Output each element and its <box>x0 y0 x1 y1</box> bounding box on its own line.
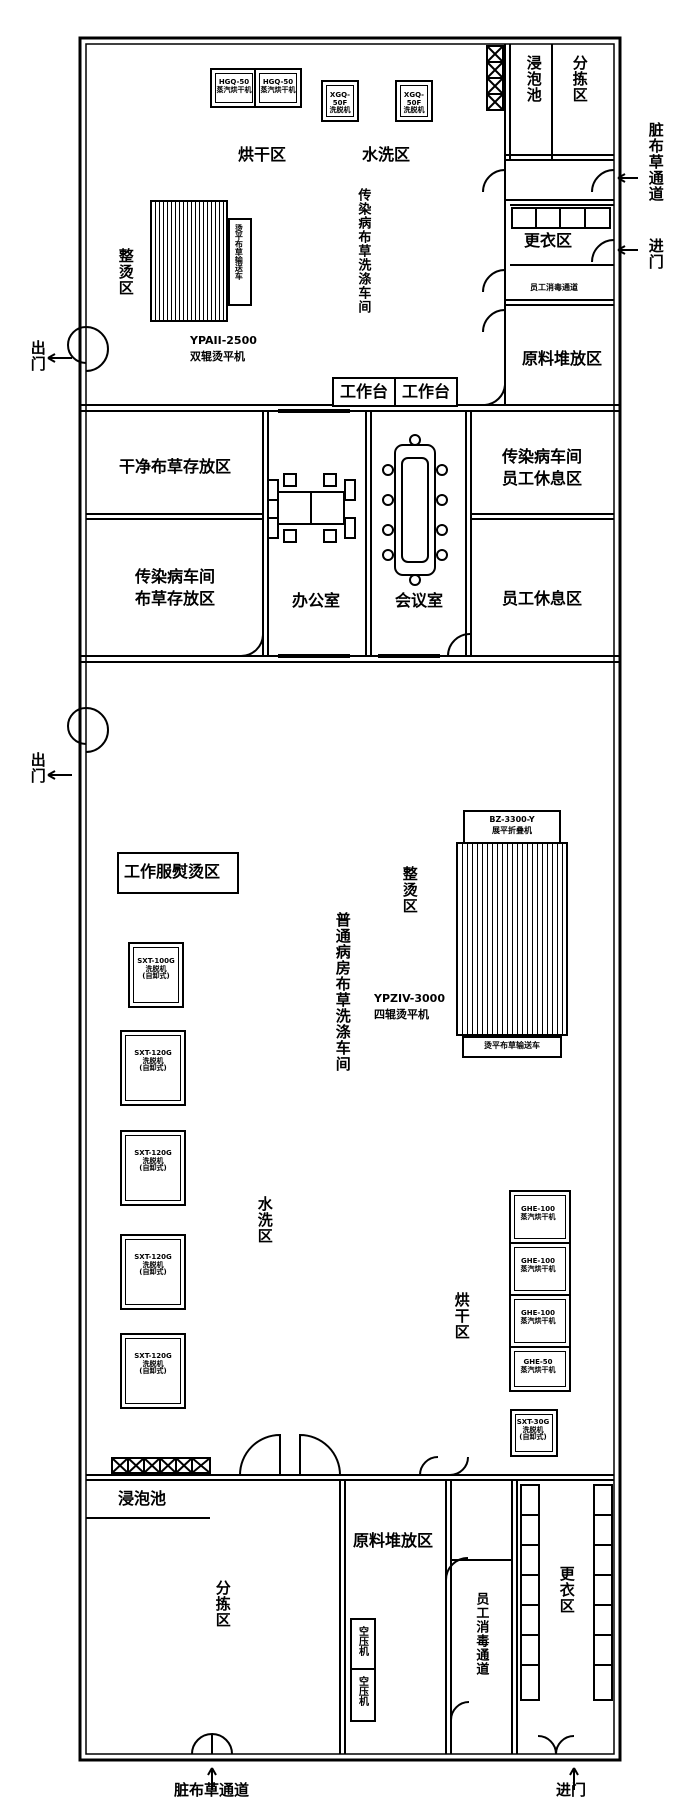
label-ironer-desc-top: 双辊烫平机 <box>190 350 245 363</box>
label-infect-storage-2: 布草存放区 <box>134 589 216 608</box>
label-top-changing: 更衣区 <box>523 231 573 250</box>
label-infect-rest-2: 员工休息区 <box>501 469 583 488</box>
washer-xgq50f-2: XGQ-50F 洗脱机 <box>395 80 433 122</box>
label-bottom-raw-storage: 原料堆放区 <box>352 1531 434 1550</box>
workbench-2: 工作台 <box>394 377 458 407</box>
label-top-dry-zone: 烘干区 <box>237 145 287 164</box>
dryer-ghe100-3: GHE-100 蒸汽烘干机 <box>509 1294 571 1348</box>
label-top-ironing-zone: 整烫区 <box>116 248 135 296</box>
dryer-hgq50-2: HGQ-50 蒸汽烘干机 <box>254 68 302 108</box>
workbench-1: 工作台 <box>332 377 396 407</box>
label-exit-mid: 出门 <box>28 752 47 784</box>
label-dirty-linen-passage-top: 脏布草通道 <box>646 122 665 202</box>
label-general-workshop: 普通病房布草洗涤车间 <box>333 912 352 1072</box>
label-dirty-linen-passage-bottom: 脏布草通道 <box>174 1781 250 1799</box>
dryer-hgq50-1: HGQ-50 蒸汽烘干机 <box>210 68 258 108</box>
label-clean-linen-storage: 干净布草存放区 <box>118 457 232 476</box>
label-ironer-desc-bottom: 四辊烫平机 <box>374 1008 429 1021</box>
air-compressor-1: 空压机 <box>350 1618 376 1672</box>
label-meeting-room: 会议室 <box>394 591 444 610</box>
dryer-ghe50: GHE-50 蒸汽烘干机 <box>509 1346 571 1392</box>
uniform-ironing-area: 工作服熨烫区 <box>117 852 239 894</box>
ironer-ypziv-3000 <box>456 842 568 1036</box>
label-top-soak-pool: 浸泡池 <box>524 55 543 103</box>
label-bottom-changing: 更衣区 <box>557 1566 576 1614</box>
label-top-sorting: 分拣区 <box>570 55 589 103</box>
label-staff-rest: 员工休息区 <box>501 589 583 608</box>
label-office: 办公室 <box>291 591 341 610</box>
label-bottom-staff-disinfect: 员工消毒通道 <box>473 1592 489 1676</box>
washer-sxt120g-4: SXT-120G 洗脱机 (自卸式) <box>120 1333 186 1409</box>
label-infect-storage-1: 传染病车间 <box>134 567 216 586</box>
dryer-ghe100-1: GHE-100 蒸汽烘干机 <box>509 1190 571 1244</box>
ironer-cart-bottom: 烫平布草输送车 <box>462 1036 562 1058</box>
label-top-wash-zone: 水洗区 <box>361 145 411 164</box>
label-infect-rest-1: 传染病车间 <box>501 447 583 466</box>
label-exit-top: 出门 <box>28 340 47 372</box>
ironer-ypaii-2500 <box>150 200 228 322</box>
air-compressor-2: 空压机 <box>350 1668 376 1722</box>
label-bottom-ironing-zone: 整烫区 <box>400 866 419 914</box>
washer-xgq50f-1: XGQ-50F 洗脱机 <box>321 80 359 122</box>
label-entry-top: 进门 <box>646 238 665 270</box>
washer-sxt120g-3: SXT-120G 洗脱机 (自卸式) <box>120 1234 186 1310</box>
label-bottom-sorting: 分拣区 <box>213 1580 232 1628</box>
label-entry-bottom: 进门 <box>556 1781 587 1799</box>
ironer-cart-top: 烫平布草输送车 <box>228 218 252 306</box>
label-bottom-wash-zone: 水洗区 <box>255 1196 274 1244</box>
washer-sxt30g: SXT-30G 洗脱机 (自卸式) <box>510 1409 558 1457</box>
label-ironer-model-bottom: YPZIV-3000 <box>374 992 445 1005</box>
label-bottom-soak-pool: 浸泡池 <box>118 1489 167 1508</box>
washer-sxt120g-2: SXT-120G 洗脱机 (自卸式) <box>120 1130 186 1206</box>
washer-sxt120g-1: SXT-120G 洗脱机 (自卸式) <box>120 1030 186 1106</box>
dryer-ghe100-2: GHE-100 蒸汽烘干机 <box>509 1242 571 1296</box>
label-top-staff-disinfect: 员工消毒通道 <box>530 283 578 292</box>
washer-sxt100g: SXT-100G 洗脱机 (自卸式) <box>128 942 184 1008</box>
label-infectious-workshop: 传染病布草洗涤车间 <box>355 188 371 314</box>
label-top-raw-storage: 原料堆放区 <box>521 349 603 368</box>
label-bottom-dry-zone: 烘干区 <box>452 1292 471 1340</box>
label-ironer-model-top: YPAII-2500 <box>190 334 257 347</box>
